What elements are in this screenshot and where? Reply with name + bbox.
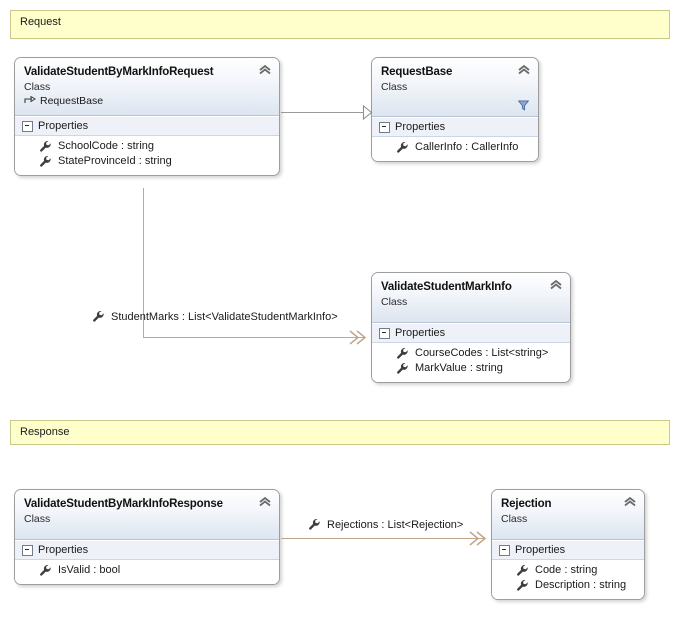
- class-member[interactable]: Description : string: [498, 578, 638, 593]
- wrench-icon: [39, 140, 52, 153]
- class-base-row: RequestBase: [24, 94, 270, 108]
- class-member-label: MarkValue : string: [415, 362, 503, 374]
- member-list: IsValid : bool: [15, 560, 279, 584]
- member-list: CourseCodes : List<string> MarkValue : s…: [372, 343, 570, 382]
- connector-studentmarks-vertical[interactable]: [143, 188, 144, 338]
- member-list: Code : string Description : string: [492, 560, 644, 599]
- class-member[interactable]: SchoolCode : string: [21, 139, 273, 154]
- class-header: Rejection Class: [492, 490, 644, 540]
- class-member[interactable]: CourseCodes : List<string>: [378, 346, 564, 361]
- wrench-icon: [39, 564, 52, 577]
- section-banner-response-label: Response: [20, 426, 70, 438]
- compartment-header-properties[interactable]: Properties: [15, 116, 279, 136]
- arrow-right-icon: [24, 95, 36, 106]
- wrench-icon: [92, 310, 105, 323]
- header-spacer: [381, 94, 529, 107]
- association-label-text: Rejections : List<Rejection>: [327, 518, 464, 531]
- connector-inheritance-line[interactable]: [281, 112, 365, 113]
- class-box-rejection[interactable]: Rejection Class Properties Code : strin: [491, 489, 645, 600]
- minus-box-icon[interactable]: [499, 544, 510, 556]
- compartment-header-properties[interactable]: Properties: [372, 117, 538, 137]
- funnel-icon[interactable]: [517, 99, 530, 112]
- wrench-icon: [396, 362, 409, 375]
- connector-studentmarks-horizontal[interactable]: [143, 337, 365, 338]
- section-banner-request[interactable]: Request: [10, 10, 670, 39]
- compartment-label: Properties: [38, 120, 89, 132]
- class-box-validate-student-by-mark-info-request[interactable]: ValidateStudentByMarkInfoRequest Class R…: [14, 57, 280, 176]
- chevron-up-icon[interactable]: [517, 64, 531, 76]
- section-banner-request-label: Request: [20, 16, 61, 28]
- class-title: ValidateStudentByMarkInfoResponse: [24, 498, 223, 510]
- class-member-label: StateProvinceId : string: [58, 155, 172, 167]
- class-header: ValidateStudentByMarkInfoResponse Class: [15, 490, 279, 540]
- class-box-validate-student-mark-info[interactable]: ValidateStudentMarkInfo Class Properties: [371, 272, 571, 383]
- association-label-rejections: Rejections : List<Rejection>: [308, 518, 463, 531]
- class-member-label: CallerInfo : CallerInfo: [415, 141, 519, 153]
- class-header: ValidateStudentMarkInfo Class: [372, 273, 570, 323]
- class-stereotype: Class: [381, 81, 408, 93]
- compartment-header-properties[interactable]: Properties: [15, 540, 279, 560]
- member-list: CallerInfo : CallerInfo: [372, 137, 538, 161]
- wrench-icon: [396, 141, 409, 154]
- class-box-request-base[interactable]: RequestBase Class Properties: [371, 57, 539, 162]
- class-base-label: RequestBase: [40, 95, 104, 107]
- wrench-icon: [308, 518, 321, 531]
- class-stereotype: Class: [501, 513, 528, 525]
- class-member-label: SchoolCode : string: [58, 140, 154, 152]
- class-title: RequestBase: [381, 66, 453, 78]
- class-stereotype: Class: [24, 513, 51, 525]
- connector-inheritance-arrowhead: [362, 104, 373, 121]
- minus-box-icon[interactable]: [22, 120, 33, 132]
- class-header: RequestBase Class: [372, 58, 538, 117]
- class-header: ValidateStudentByMarkInfoRequest Class R…: [15, 58, 279, 116]
- class-member[interactable]: StateProvinceId : string: [21, 154, 273, 169]
- compartment-header-properties[interactable]: Properties: [372, 323, 570, 343]
- chevron-up-icon[interactable]: [549, 279, 563, 291]
- compartment-label: Properties: [515, 544, 566, 556]
- wrench-icon: [516, 579, 529, 592]
- class-member-label: Description : string: [535, 579, 627, 591]
- class-member[interactable]: MarkValue : string: [378, 361, 564, 376]
- compartment-label: Properties: [38, 544, 89, 556]
- chevron-up-icon[interactable]: [623, 496, 637, 508]
- minus-box-icon[interactable]: [22, 544, 33, 556]
- minus-box-icon[interactable]: [379, 327, 390, 339]
- wrench-icon: [516, 564, 529, 577]
- wrench-icon: [396, 347, 409, 360]
- class-member[interactable]: Code : string: [498, 563, 638, 578]
- chevron-up-icon[interactable]: [258, 496, 272, 508]
- compartment-header-properties[interactable]: Properties: [492, 540, 644, 560]
- wrench-icon: [39, 155, 52, 168]
- class-title: Rejection: [501, 498, 552, 510]
- class-member-label: CourseCodes : List<string>: [415, 347, 549, 359]
- member-list: SchoolCode : string StateProvinceId : st…: [15, 136, 279, 175]
- compartment-label: Properties: [395, 121, 446, 133]
- class-title: ValidateStudentByMarkInfoRequest: [24, 66, 214, 78]
- class-title: ValidateStudentMarkInfo: [381, 281, 512, 293]
- connector-rejections-arrowhead: [469, 531, 487, 546]
- section-banner-response[interactable]: Response: [10, 420, 670, 445]
- class-member[interactable]: CallerInfo : CallerInfo: [378, 140, 532, 155]
- class-member[interactable]: IsValid : bool: [21, 563, 273, 578]
- class-stereotype: Class: [24, 81, 51, 93]
- class-box-validate-student-by-mark-info-response[interactable]: ValidateStudentByMarkInfoResponse Class …: [14, 489, 280, 585]
- association-label-studentmarks: StudentMarks : List<ValidateStudentMarkI…: [92, 310, 338, 323]
- minus-box-icon[interactable]: [379, 121, 390, 133]
- class-member-label: IsValid : bool: [58, 564, 121, 576]
- class-member-label: Code : string: [535, 564, 598, 576]
- chevron-up-icon[interactable]: [258, 64, 272, 76]
- connector-studentmarks-arrowhead: [349, 330, 367, 345]
- class-stereotype: Class: [381, 296, 408, 308]
- association-label-text: StudentMarks : List<ValidateStudentMarkI…: [111, 310, 338, 323]
- connector-rejections-line[interactable]: [281, 538, 485, 539]
- compartment-label: Properties: [395, 327, 446, 339]
